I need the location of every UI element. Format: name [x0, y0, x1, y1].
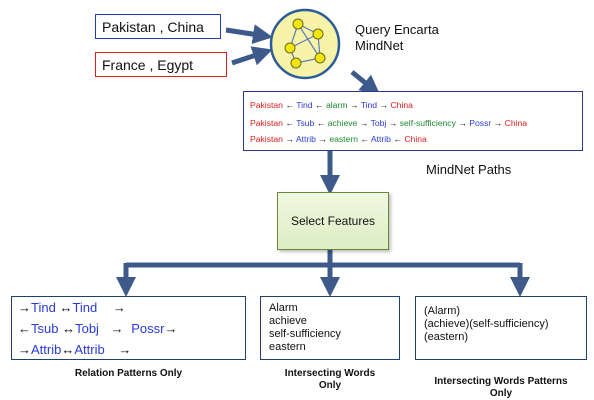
path-segment: →	[282, 134, 296, 144]
mindnet-paths-box: Pakistan ← Tind ← alarm → Tind → China P…	[243, 91, 583, 151]
relation-attrib: Attrib	[31, 342, 62, 357]
relation-row-2: ←Tsub ↔Tobj → Possr→	[18, 321, 177, 336]
path-segment: →	[357, 118, 371, 128]
path-segment: China	[404, 134, 427, 144]
path-segment: ←	[312, 100, 326, 110]
path-segment: Pakistan	[250, 118, 283, 128]
path-segment: Tind	[296, 100, 313, 110]
arrow-glyph: →	[118, 342, 132, 357]
intersecting-words-caption: Intersecting Words Only	[260, 368, 400, 392]
path-segment: →	[347, 100, 361, 110]
relation-patterns-box: →Tind ↔Tind → ←Tsub ↔Tobj → Possr→ →Attr…	[11, 296, 246, 360]
select-features-box: Select Features	[277, 192, 389, 250]
country-pair-box-2: France , Egypt	[95, 52, 227, 77]
arrow-countries-to-query-2	[231, 46, 273, 66]
path-segment: →	[377, 100, 391, 110]
arrow-glyph: ←	[18, 321, 31, 336]
word-item: Alarm	[269, 302, 298, 314]
pattern-item: (achieve)(self-sufficiency)	[424, 318, 549, 330]
query-label-line1: Query Encarta	[355, 22, 439, 37]
country-pair-label-1: Pakistan , China	[102, 18, 204, 35]
path-segment: Tsub	[296, 118, 315, 128]
country-pair-label-2: France , Egypt	[102, 56, 194, 73]
path-segment: Tind	[360, 100, 378, 110]
path-line-3: Pakistan → Attrib → eastern ← Attrib ← C…	[250, 130, 576, 148]
path-segment: eastern	[329, 134, 358, 144]
mindnet-paths-label: MindNet Paths	[426, 162, 512, 177]
intersecting-words-caption-line2: Only	[318, 380, 342, 391]
path-segment: Attrib	[370, 134, 391, 144]
path-segment: Attrib	[295, 134, 316, 144]
path-line-1: Pakistan ← Tind ← alarm → Tind → China	[250, 95, 576, 116]
arrow-glyph: ↔	[62, 321, 76, 336]
path-segment: ←	[282, 118, 297, 128]
word-patterns-box: (Alarm) (achieve)(self-sufficiency) (eas…	[415, 296, 587, 360]
pattern-item: (Alarm)	[424, 305, 461, 317]
path-segment: Pakistan	[250, 100, 283, 110]
word-patterns-caption: Intersecting Words Patterns Only	[415, 376, 587, 400]
query-label: Query Encarta MindNet	[355, 22, 439, 54]
word-item: achieve	[269, 315, 307, 327]
relation-patterns-caption: Relation Patterns Only	[74, 368, 183, 379]
path-segment: Possr	[469, 118, 492, 128]
relation-row-3: →Attrib↔Attrib →	[18, 342, 131, 357]
path-segment: China	[390, 100, 413, 110]
arrow-glyph: →	[164, 321, 178, 336]
intersecting-words-box: Alarm achieve self-sufficiency eastern	[260, 296, 400, 360]
query-label-line2: MindNet	[355, 38, 404, 53]
path-segment: self-sufficiency	[399, 118, 456, 128]
word-patterns-caption-line2: Only	[489, 388, 513, 399]
path-segment: ←	[390, 134, 405, 144]
relation-possr: Possr	[131, 321, 165, 336]
mindnet-graph-icon	[269, 8, 341, 80]
relation-row-1: →Tind ↔Tind →	[18, 300, 126, 315]
path-segment: ←	[282, 100, 297, 110]
path-segment: ←	[357, 134, 371, 144]
arrow-glyph: →	[18, 300, 31, 315]
arrow-glyph: ↔	[61, 342, 75, 357]
arrow-glyph: →	[112, 300, 126, 315]
path-segment: →	[455, 118, 470, 128]
arrow-glyph: ↔	[59, 300, 73, 315]
select-features-label: Select Features	[290, 214, 376, 228]
path-segment: →	[315, 134, 330, 144]
path-segment: China	[504, 118, 528, 128]
path-segment: ←	[314, 118, 328, 128]
intersecting-words-caption-line1: Intersecting Words	[284, 368, 376, 379]
relation-tind: Tind	[31, 300, 56, 315]
path-segment: Pakistan	[250, 134, 283, 144]
path-segment: →	[386, 118, 400, 128]
path-segment: →	[491, 118, 505, 128]
word-item: self-sufficiency	[269, 328, 341, 340]
relation-attrib-2: Attrib	[74, 342, 105, 357]
relation-tind-2: Tind	[72, 300, 98, 315]
arrow-glyph: →	[18, 342, 31, 357]
path-line-2: Pakistan ← Tsub ← achieve → Tobj → self-…	[250, 116, 576, 130]
path-segment: achieve	[327, 118, 358, 128]
arrow-query-to-paths	[350, 70, 381, 96]
country-pair-box-1: Pakistan , China	[95, 14, 221, 39]
word-patterns-caption-line1: Intersecting Words Patterns	[434, 376, 568, 387]
path-segment: alarm	[325, 100, 348, 110]
arrow-glyph: →	[110, 321, 124, 336]
word-item: eastern	[269, 341, 306, 353]
relation-tobj: Tobj	[75, 321, 99, 336]
path-segment: Tobj	[370, 118, 387, 128]
pattern-item: (eastern)	[424, 331, 469, 343]
arrow-countries-to-query	[225, 24, 273, 45]
relation-tsub: Tsub	[31, 321, 59, 336]
